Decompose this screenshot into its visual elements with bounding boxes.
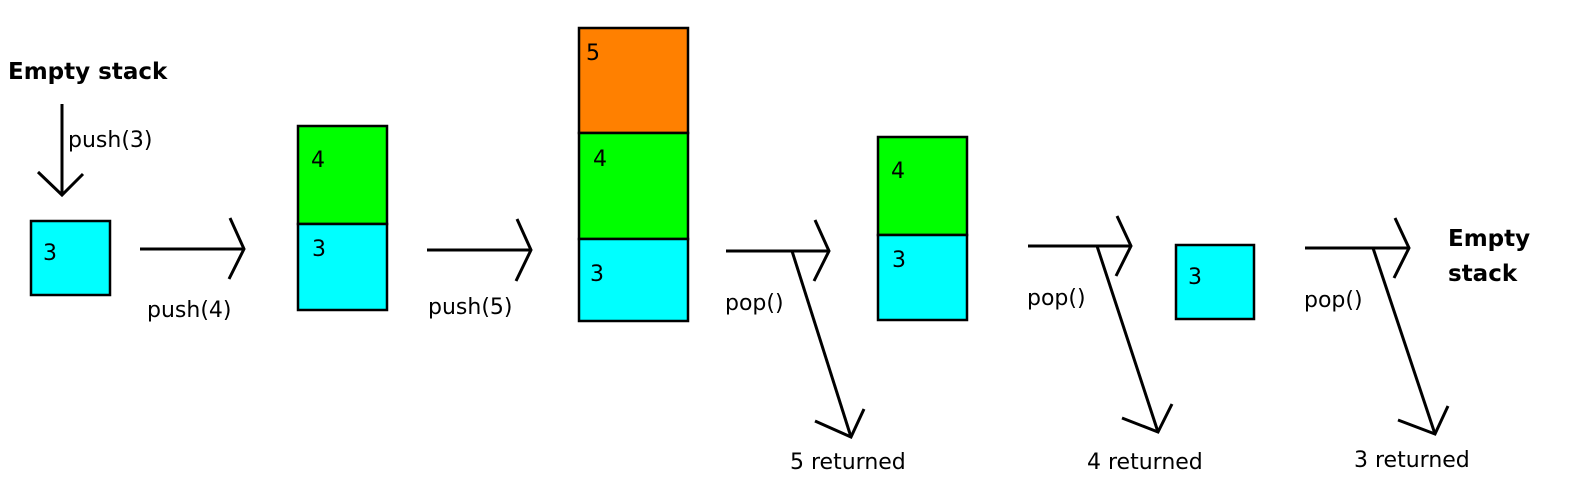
push5-arrow <box>427 218 533 282</box>
pop2-arrow <box>1028 215 1133 277</box>
pop2-label: pop() <box>1027 286 1086 311</box>
stack-3-cell-3-value: 3 <box>590 262 604 287</box>
return3-label: 3 returned <box>1354 448 1470 473</box>
stack-3-cell-5 <box>577 26 690 135</box>
stack-3-cell-3 <box>577 237 690 323</box>
push5-label: push(5) <box>428 295 512 320</box>
stack-4-cell-3 <box>876 233 969 322</box>
stack-4: 4 3 <box>876 135 969 322</box>
stack-2-cell-4 <box>296 124 389 226</box>
push3-arrow <box>36 104 85 198</box>
stack-3-cell-4-value: 4 <box>593 147 607 172</box>
stack-3: 5 4 3 <box>577 26 690 323</box>
stack-5-cell-3-value: 3 <box>1188 265 1202 290</box>
return2-label: 4 returned <box>1087 450 1203 475</box>
return2-arrow <box>1095 245 1174 434</box>
title-empty-stack-end: Empty stack <box>1448 226 1530 287</box>
stack-3-cell-5-value: 5 <box>586 41 600 66</box>
title-empty-stack-start: Empty stack <box>8 59 168 85</box>
stack-4-cell-3-value: 3 <box>892 248 906 273</box>
return1-arrow <box>790 250 866 439</box>
stack-5: 3 <box>1174 243 1256 321</box>
stack-4-cell-4-value: 4 <box>891 159 905 184</box>
push4-label: push(4) <box>147 298 231 323</box>
return1-label: 5 returned <box>790 450 906 475</box>
pop1-label: pop() <box>725 291 784 316</box>
return3-arrow <box>1371 247 1450 436</box>
stack-1: 3 <box>29 219 112 297</box>
pop3-label: pop() <box>1304 288 1363 313</box>
title-empty-stack-end-line1: Empty <box>1448 226 1530 252</box>
pop3-arrow <box>1305 217 1411 279</box>
stack-2-cell-3 <box>296 222 389 312</box>
pop1-arrow <box>726 219 831 282</box>
stack-1-cell-3 <box>29 219 112 297</box>
title-empty-stack-end-line2: stack <box>1448 261 1518 287</box>
push4-arrow <box>140 217 246 280</box>
stack-5-cell-3 <box>1174 243 1256 321</box>
stack-2-cell-4-value: 4 <box>311 148 325 173</box>
stack-2-cell-3-value: 3 <box>312 237 326 262</box>
stack-1-cell-3-value: 3 <box>43 241 57 266</box>
stack-2: 4 3 <box>296 124 389 312</box>
push3-label: push(3) <box>68 128 152 153</box>
stack-3-cell-4 <box>577 131 690 241</box>
stack-4-cell-4 <box>876 135 969 237</box>
